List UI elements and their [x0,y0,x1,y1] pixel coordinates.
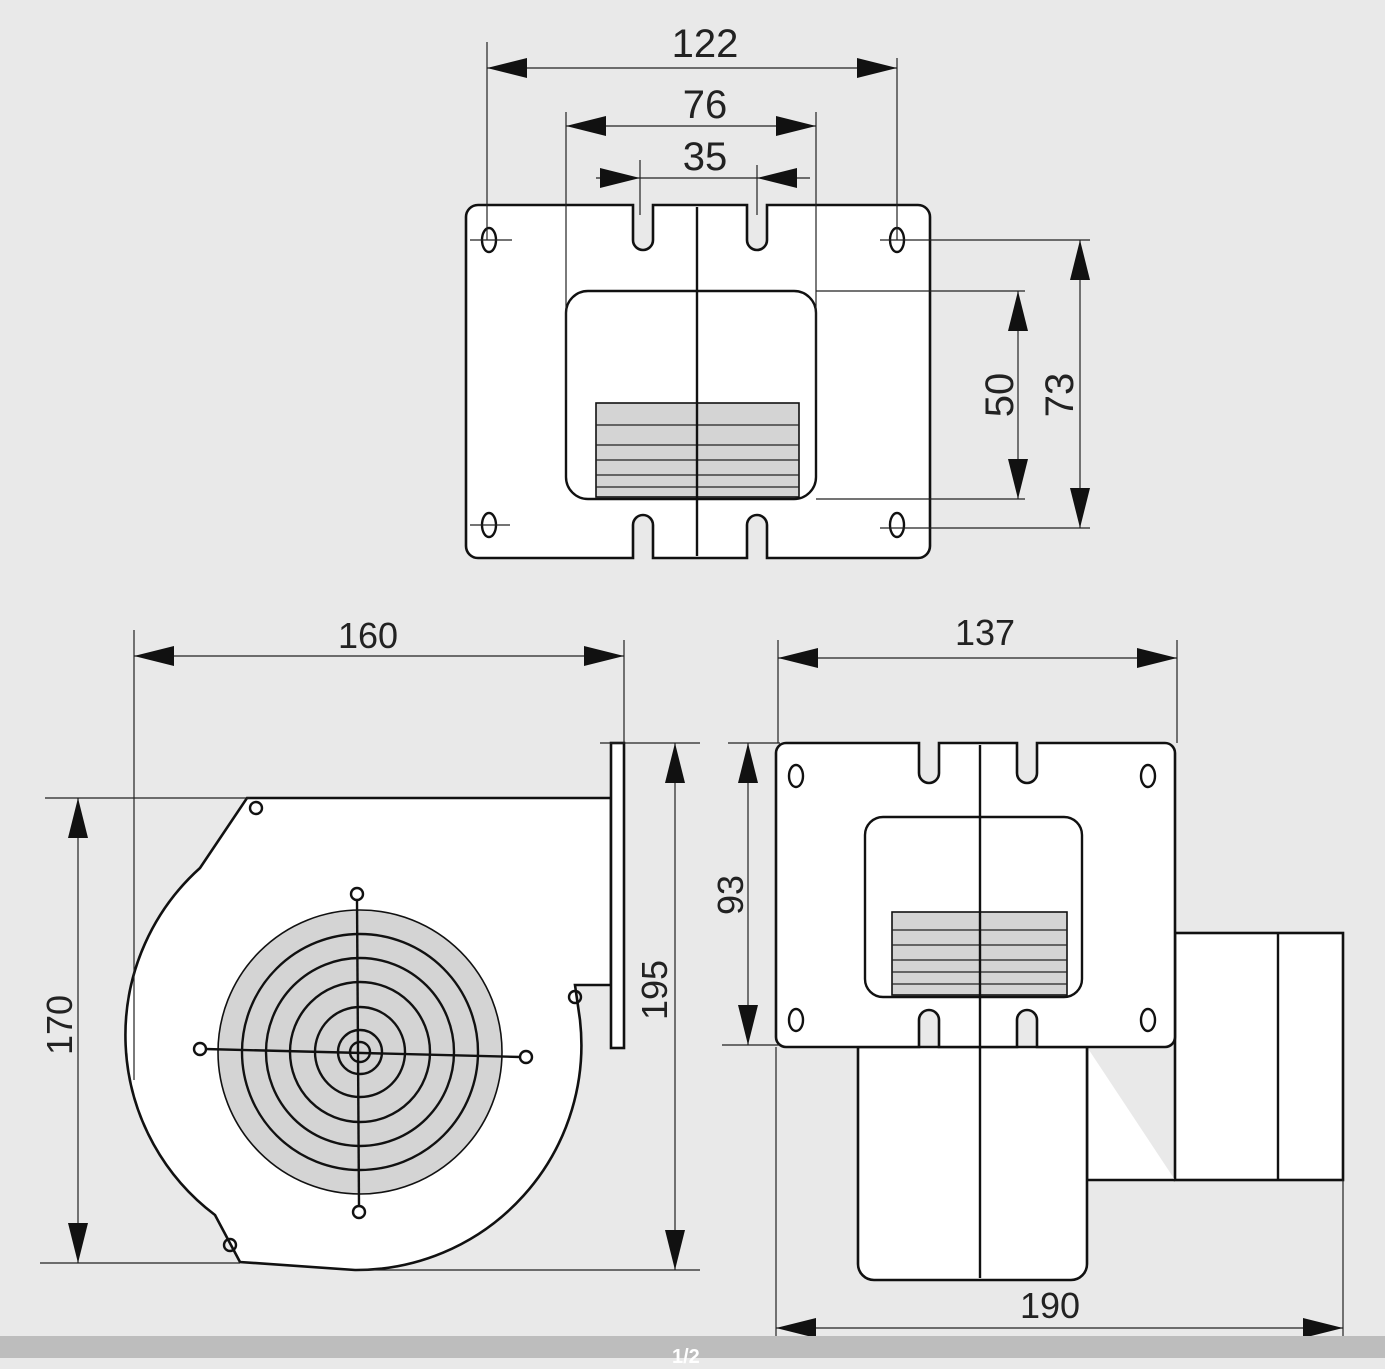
dim-122: 122 [672,22,739,66]
dim-93: 93 [710,875,751,915]
side-view-housing [124,741,626,1272]
dim-137: 137 [955,612,1015,653]
dim-50: 50 [978,373,1022,418]
dim-195: 195 [634,960,675,1020]
dim-35: 35 [683,135,728,179]
top-view-flange [464,203,932,560]
dim-190: 190 [1020,1285,1080,1326]
front-view [774,741,1345,1282]
fan-grille [192,886,534,1220]
dim-160: 160 [338,615,398,656]
dim-73: 73 [1038,373,1082,418]
dim-76: 76 [683,83,728,127]
page-indicator-bar: 1/2 [0,1336,1385,1368]
side-view-dimensions: 160 170 195 [39,615,700,1271]
top-view-dimensions: 122 76 35 50 73 [470,22,1090,529]
front-view-dimensions: 137 93 190 [710,612,1344,1345]
dim-170: 170 [39,995,80,1055]
